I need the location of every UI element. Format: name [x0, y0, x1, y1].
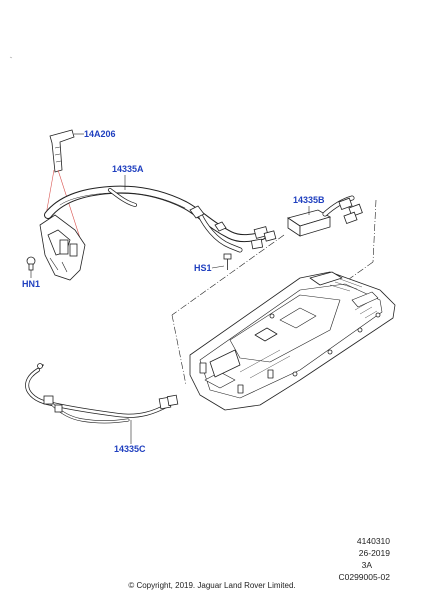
battery-tray [189, 271, 396, 411]
tray-ribs [239, 278, 378, 379]
callout-14335a: 14335A [112, 164, 144, 174]
callout-hn1: HN1 [22, 279, 40, 289]
module-14335b [287, 209, 331, 237]
screw-hs1 [223, 253, 232, 270]
callout-14335b: 14335B [293, 195, 325, 205]
connectors-14335c [37, 363, 179, 413]
callout-hs1: HS1 [194, 263, 212, 273]
drawing-date: 26-2019 [358, 548, 390, 558]
drawing-number: 4140310 [356, 536, 390, 546]
copyright-notice: © Copyright, 2019. Jaguar Land Rover Lim… [128, 581, 296, 590]
connector-group-14335a [189, 205, 277, 250]
bracket-14a206 [49, 129, 75, 173]
mount-bracket-assembly [39, 214, 86, 281]
red-leaders [45, 169, 81, 239]
connectors-14335b [338, 197, 363, 224]
callout-14335c: 14335C [114, 444, 146, 454]
harness-14335a [44, 185, 266, 253]
drawing-reference: C0299005-02 [338, 572, 390, 582]
corner-mark [9, 56, 13, 59]
nut-hn1 [26, 256, 36, 271]
drawing-revision: 3A [361, 560, 372, 570]
callout-14a206: 14A206 [84, 129, 116, 139]
harness-14335c [25, 364, 170, 424]
leader-hs1 [211, 265, 225, 269]
